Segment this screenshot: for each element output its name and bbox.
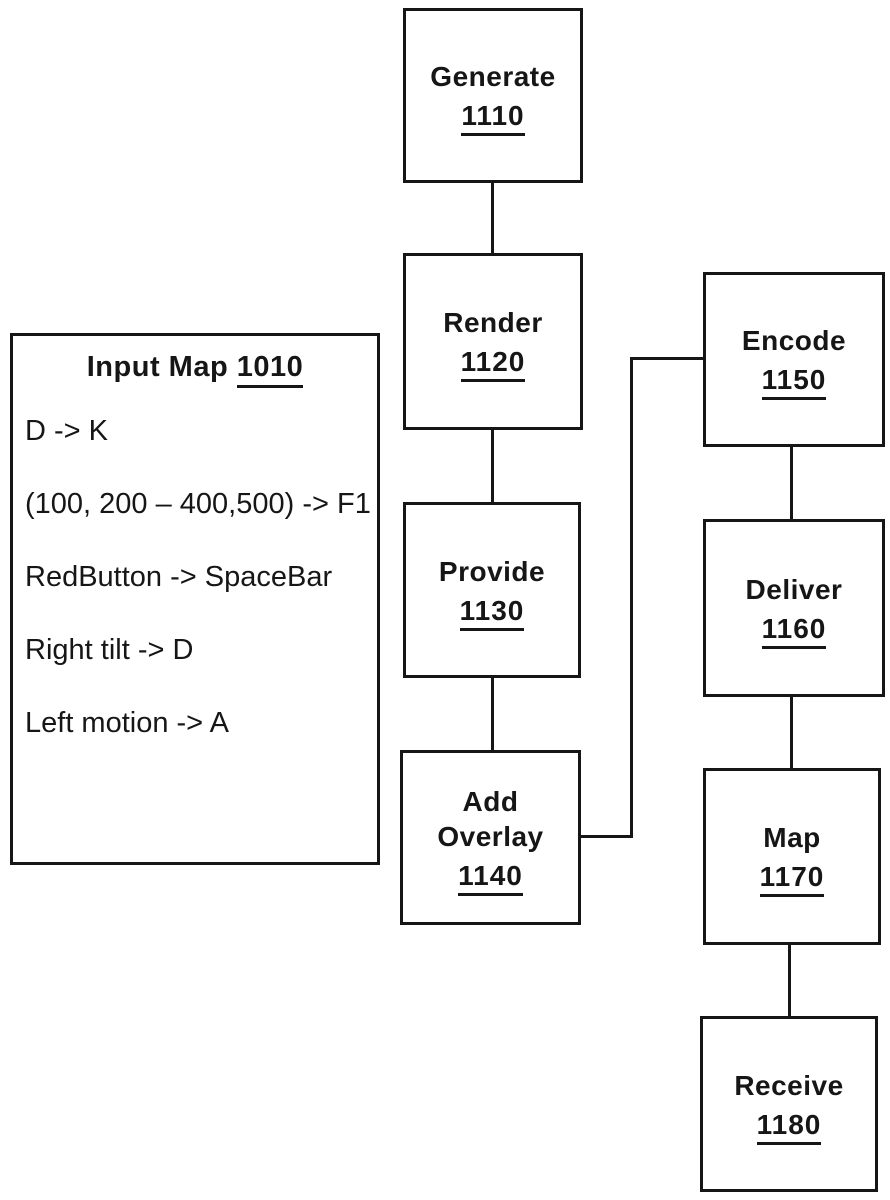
input-map-entries: D -> K (100, 200 – 400,500) -> F1 RedBut… xyxy=(13,384,377,740)
connector-provide-add-overlay xyxy=(491,678,494,750)
node-render-label: Render xyxy=(443,307,543,338)
input-map-entry: Right tilt -> D xyxy=(25,634,194,666)
node-receive-ref: 1180 xyxy=(756,1108,822,1145)
node-deliver: Deliver 1160 xyxy=(703,519,885,697)
connector-map-receive xyxy=(788,945,791,1016)
input-map-title: Input Map 1010 xyxy=(13,336,377,388)
node-add-overlay-ref: 1140 xyxy=(458,859,523,896)
node-add-overlay: Add Overlay 1140 xyxy=(400,750,581,925)
node-add-overlay-label: Add Overlay xyxy=(437,785,544,852)
connector-encode-deliver xyxy=(790,447,793,519)
node-map-label: Map xyxy=(763,822,821,853)
input-map-entry: D -> K xyxy=(25,415,108,447)
node-provide: Provide 1130 xyxy=(403,502,581,678)
input-map-entry: (100, 200 – 400,500) -> F1 xyxy=(25,488,371,520)
connector-add-overlay-encode-v xyxy=(630,357,633,838)
node-render: Render 1120 xyxy=(403,253,583,430)
input-map-title-text: Input Map xyxy=(86,351,229,383)
input-map-entry: Left motion -> A xyxy=(25,707,229,739)
connector-render-provide xyxy=(491,430,494,502)
node-deliver-label: Deliver xyxy=(745,573,843,605)
node-generate: Generate 1110 xyxy=(403,8,583,183)
node-encode-label: Encode xyxy=(741,325,847,356)
connector-generate-render xyxy=(491,183,494,253)
connector-add-overlay-encode-h1 xyxy=(581,835,633,838)
node-map-ref: 1170 xyxy=(759,861,825,897)
input-map-entry: RedButton -> SpaceBar xyxy=(25,561,333,593)
node-generate-label: Generate xyxy=(430,61,556,92)
node-map: Map 1170 xyxy=(703,768,881,945)
node-deliver-ref: 1160 xyxy=(761,612,827,649)
connector-deliver-map xyxy=(790,697,793,768)
node-render-ref: 1120 xyxy=(460,346,526,382)
node-encode-ref: 1150 xyxy=(761,364,827,400)
node-receive: Receive 1180 xyxy=(700,1016,878,1192)
node-encode: Encode 1150 xyxy=(703,272,885,447)
input-map-ref: 1010 xyxy=(236,351,304,388)
node-provide-label: Provide xyxy=(438,555,546,587)
node-receive-label: Receive xyxy=(734,1069,844,1101)
node-provide-ref: 1130 xyxy=(459,594,525,631)
input-map-box: Input Map 1010 D -> K (100, 200 – 400,50… xyxy=(10,333,380,865)
connector-add-overlay-encode-h2 xyxy=(630,357,703,360)
node-generate-ref: 1110 xyxy=(461,100,525,136)
